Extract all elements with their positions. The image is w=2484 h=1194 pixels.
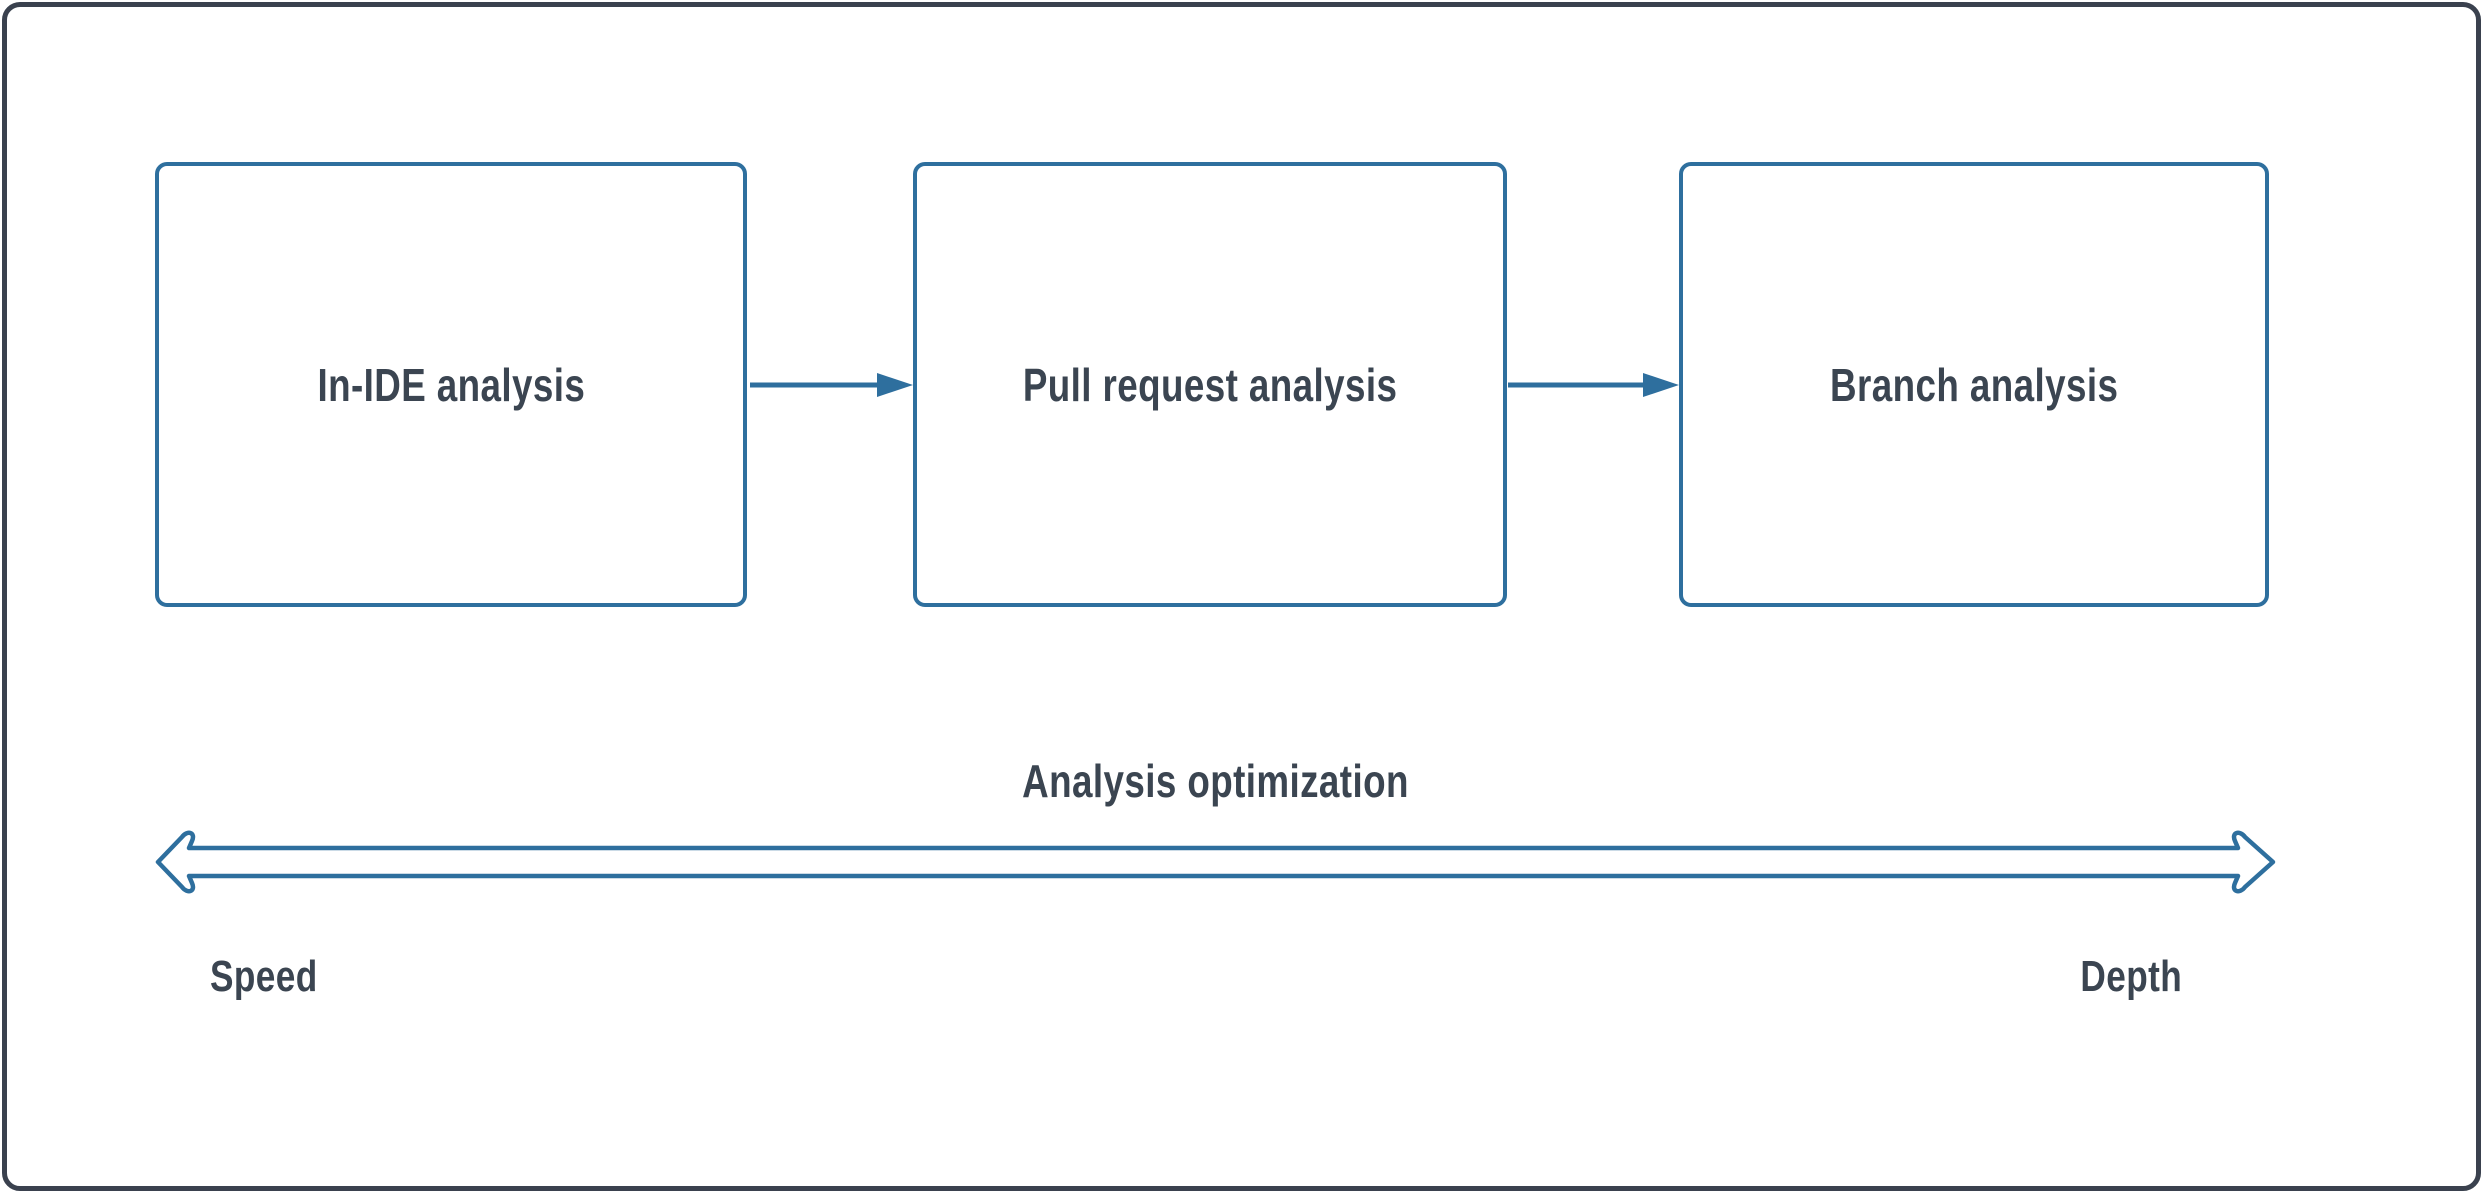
depth-label: Depth <box>2080 952 2182 1001</box>
flow-box-label: Pull request analysis <box>1022 358 1398 411</box>
flow-box-in-ide-analysis: In-IDE analysis <box>155 162 747 607</box>
flow-box-label: In-IDE analysis <box>317 358 585 411</box>
flow-box-pull-request-analysis: Pull request analysis <box>913 162 1507 607</box>
double-headed-arrow-icon <box>155 830 2276 894</box>
flow-box-label: Branch analysis <box>1829 358 2119 411</box>
axis-title: Analysis optimization <box>1022 755 1409 807</box>
arrow-right-icon <box>1508 373 1679 397</box>
flow-box-branch-analysis: Branch analysis <box>1679 162 2269 607</box>
arrow-right-icon <box>750 373 913 397</box>
speed-label: Speed <box>210 952 318 1001</box>
